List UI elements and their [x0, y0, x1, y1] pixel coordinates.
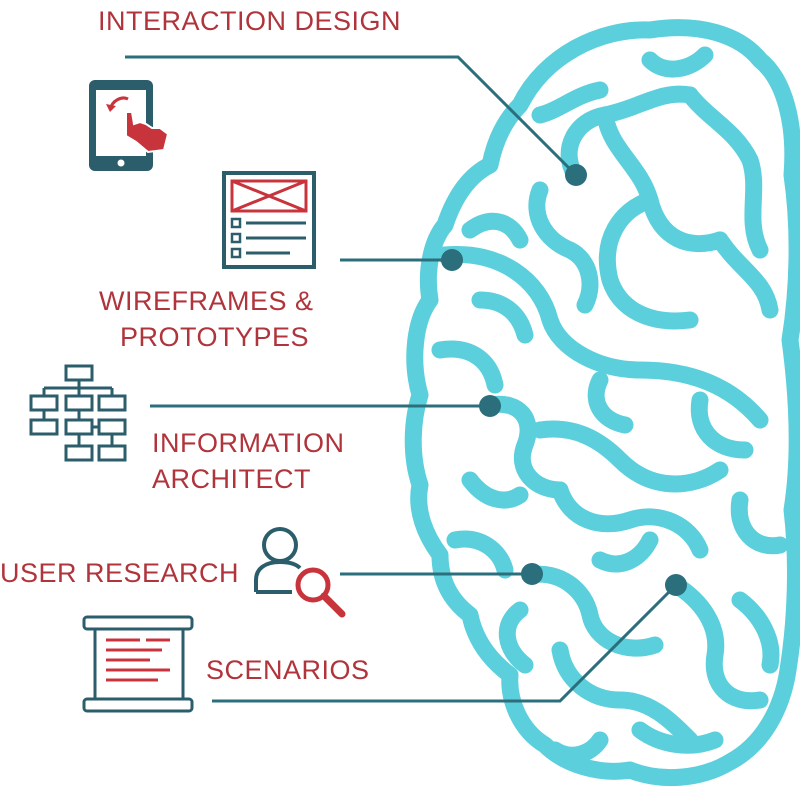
label-user-research: USER RESEARCH [0, 558, 240, 588]
connector-dot [441, 249, 463, 271]
connector-dot [479, 395, 501, 417]
connector-dot [665, 574, 687, 596]
connector-lines [125, 55, 678, 703]
brain-illustration [404, 19, 800, 786]
label-information-line1: INFORMATION [152, 428, 345, 458]
label-interaction-design: INTERACTION DESIGN [98, 6, 402, 36]
scroll-document-icon [82, 615, 194, 713]
connector-interaction-design [125, 55, 578, 177]
label-wireframes-line1: WIREFRAMES & [99, 286, 314, 316]
sitemap-icon [29, 364, 127, 462]
user-search-icon [254, 527, 346, 618]
tablet-touch-icon [89, 80, 170, 171]
label-wireframes-line2: PROTOTYPES [120, 322, 310, 352]
label-scenarios: SCENARIOS [206, 655, 370, 685]
connector-dots [441, 164, 687, 596]
connector-dot [521, 563, 543, 585]
connector-dot [565, 164, 587, 186]
label-information-line2: ARCHITECT [152, 464, 311, 494]
connector-scenarios [212, 583, 678, 703]
wireframe-page-icon [222, 171, 316, 269]
